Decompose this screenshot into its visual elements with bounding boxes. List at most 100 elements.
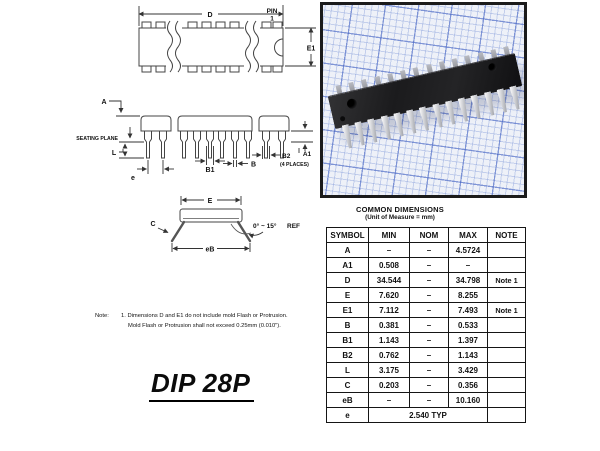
td-symbol: B2 bbox=[326, 347, 369, 363]
table-row: D 34.544 – 34.798 Note 1 bbox=[326, 272, 526, 288]
seating-plane-label: SEATING PLANE bbox=[76, 136, 118, 142]
td-note: Note 1 bbox=[487, 302, 526, 318]
dim-label-c: C bbox=[150, 221, 155, 228]
end-view-drawing: E C 0° ~ 15° REF eB bbox=[150, 196, 300, 254]
table-header-row: SYMBOL MIN NOM MAX NOTE bbox=[326, 227, 526, 243]
td-nom: – bbox=[409, 287, 449, 303]
dim-label-d: D bbox=[207, 12, 212, 19]
table-row: L 3.175 – 3.429 bbox=[326, 362, 526, 378]
td-min: 0.381 bbox=[368, 317, 410, 333]
td-min: 3.175 bbox=[368, 362, 410, 378]
note-label: Note: bbox=[95, 313, 109, 319]
td-nom: – bbox=[409, 242, 449, 258]
td-symbol: D bbox=[326, 272, 369, 288]
td-symbol: e bbox=[326, 407, 369, 423]
td-symbol: B1 bbox=[326, 332, 369, 348]
header-min: MIN bbox=[368, 227, 410, 243]
td-max: 1.143 bbox=[448, 347, 488, 363]
td-note bbox=[487, 242, 526, 258]
dimensions-table: SYMBOL MIN NOM MAX NOTE A – – 4.5724 A1 … bbox=[326, 227, 526, 423]
dim-label-b1: B1 bbox=[206, 167, 215, 174]
dim-label-b: B bbox=[251, 162, 256, 169]
td-max: 4.5724 bbox=[448, 242, 488, 258]
td-min: – bbox=[368, 392, 410, 408]
td-note bbox=[487, 392, 526, 408]
package-outline-drawing: D PIN 1 E1 bbox=[76, 5, 316, 329]
table-subtitle: (Unit of Measure = mm) bbox=[365, 214, 435, 221]
td-nom: – bbox=[409, 332, 449, 348]
header-max: MAX bbox=[448, 227, 488, 243]
note-block: Note: 1. Dimensions D and E1 do not incl… bbox=[95, 313, 288, 329]
table-row: A1 0.508 – – bbox=[326, 257, 526, 273]
dim-label-eb: eB bbox=[206, 247, 215, 254]
td-min: 34.544 bbox=[368, 272, 410, 288]
dim-label-e-body: E bbox=[208, 198, 213, 205]
td-nom: – bbox=[409, 257, 449, 273]
table-row: E 7.620 – 8.255 bbox=[326, 287, 526, 303]
td-symbol: B bbox=[326, 317, 369, 333]
mold-dimple bbox=[487, 62, 498, 73]
td-nom: – bbox=[409, 347, 449, 363]
td-symbol: E1 bbox=[326, 302, 369, 318]
td-note bbox=[487, 287, 526, 303]
dim-label-e1: E1 bbox=[307, 46, 316, 53]
td-nom: – bbox=[409, 272, 449, 288]
td-min: 0.762 bbox=[368, 347, 410, 363]
td-note bbox=[487, 377, 526, 393]
header-symbol: SYMBOL bbox=[326, 227, 369, 243]
dim-label-b2: B2 bbox=[282, 153, 291, 160]
td-note bbox=[487, 347, 526, 363]
top-view-drawing: D PIN 1 E1 bbox=[138, 5, 316, 73]
header-note: NOTE bbox=[487, 227, 526, 243]
td-min: 0.508 bbox=[368, 257, 410, 273]
td-nom: – bbox=[409, 377, 449, 393]
td-max: 7.493 bbox=[448, 302, 488, 318]
td-nom: – bbox=[409, 362, 449, 378]
dim-label-e-pitch: e bbox=[131, 175, 135, 182]
td-symbol: C bbox=[326, 377, 369, 393]
pin1-dimple bbox=[346, 97, 358, 110]
package-title: DIP 28P bbox=[149, 368, 255, 402]
dim-label-a: A bbox=[101, 99, 106, 106]
table-row: B1 1.143 – 1.397 bbox=[326, 332, 526, 348]
table-row: B 0.381 – 0.533 bbox=[326, 317, 526, 333]
td-note bbox=[487, 317, 526, 333]
td-note: Note 1 bbox=[487, 272, 526, 288]
table-title-block: COMMON DIMENSIONS (Unit of Measure = mm) bbox=[325, 205, 475, 221]
td-symbol: E bbox=[326, 287, 369, 303]
table-row: eB – – 10.160 bbox=[326, 392, 526, 408]
note-line-2: Mold Flash or Protrusion shall not excee… bbox=[128, 323, 281, 329]
td-max: 8.255 bbox=[448, 287, 488, 303]
pin1-number: 1 bbox=[270, 16, 274, 23]
table-title: COMMON DIMENSIONS bbox=[356, 205, 444, 214]
td-symbol: A1 bbox=[326, 257, 369, 273]
td-max: 0.356 bbox=[448, 377, 488, 393]
td-min: 7.620 bbox=[368, 287, 410, 303]
td-max: 0.533 bbox=[448, 317, 488, 333]
dim-label-l: L bbox=[112, 150, 117, 157]
note-line-1: 1. Dimensions D and E1 do not include mo… bbox=[121, 313, 288, 319]
header-nom: NOM bbox=[409, 227, 449, 243]
table-row: B2 0.762 – 1.143 bbox=[326, 347, 526, 363]
pin1-label: PIN bbox=[267, 8, 278, 15]
td-note bbox=[487, 332, 526, 348]
package-photo bbox=[320, 2, 527, 198]
td-note bbox=[487, 257, 526, 273]
td-symbol: L bbox=[326, 362, 369, 378]
td-symbol: eB bbox=[326, 392, 369, 408]
td-note bbox=[487, 407, 526, 423]
td-max: 3.429 bbox=[448, 362, 488, 378]
td-max: 1.397 bbox=[448, 332, 488, 348]
td-nom: – bbox=[409, 392, 449, 408]
td-min: – bbox=[368, 242, 410, 258]
table-row: C 0.203 – 0.356 bbox=[326, 377, 526, 393]
td-max: 10.160 bbox=[448, 392, 488, 408]
td-typ-span: 2.540 TYP bbox=[368, 407, 488, 423]
td-min: 7.112 bbox=[368, 302, 410, 318]
angle-ref-label: 0° ~ 15° bbox=[253, 222, 277, 230]
table-row: A – – 4.5724 bbox=[326, 242, 526, 258]
td-max: – bbox=[448, 257, 488, 273]
side-view-drawing: A SEATING PLANE bbox=[76, 99, 313, 182]
td-nom: – bbox=[409, 302, 449, 318]
